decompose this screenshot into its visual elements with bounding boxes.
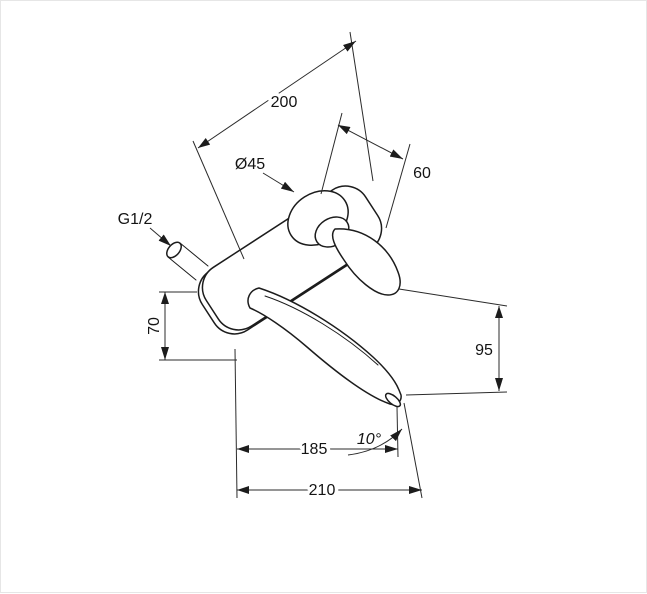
- dim-handle-edge-distance: 60: [320, 112, 435, 229]
- dim-95-extension-top: [398, 288, 508, 307]
- dim-rosette-diameter: Ø45: [231, 153, 295, 193]
- dim-210-extension-right: [403, 402, 423, 499]
- spout: [247, 287, 402, 406]
- supply-pipe: [166, 241, 209, 281]
- dim-overall-reach: 210: [237, 402, 423, 503]
- supply-pipe-edge-top: [179, 242, 209, 267]
- dim-angle-arc: [347, 428, 403, 456]
- dim-60-extension-right: [385, 143, 411, 229]
- dim-spout-reach: 185: [234, 348, 399, 499]
- dim-185-label: 185: [301, 441, 328, 458]
- dim-185-extension-left: [234, 348, 238, 499]
- dim-200-label: 200: [271, 94, 298, 111]
- dim-connection-thread: G1/2: [114, 208, 172, 247]
- dim-g12-label: G1/2: [118, 211, 153, 228]
- dim-plate-height: 70: [143, 291, 237, 361]
- dim-210-label: 210: [309, 482, 336, 499]
- dim-95-label: 95: [475, 342, 493, 359]
- dim-95-extension-bottom: [405, 391, 508, 396]
- dim-g12-leader: [149, 227, 172, 247]
- dimension-annotations: 200 Ø45 60 G1/2: [114, 31, 508, 503]
- dim-200-extension-left: [192, 140, 245, 260]
- dim-200-extension-right: [349, 31, 374, 182]
- dim-60-line: [337, 124, 404, 160]
- supply-pipe-edge-bottom: [167, 256, 197, 281]
- dim-spout-angle: 10°: [347, 428, 403, 456]
- handle-lever: [331, 228, 401, 296]
- dim-70-label: 70: [146, 317, 163, 335]
- dim-200-line: [197, 40, 357, 149]
- dim-angle-label: 10°: [357, 431, 382, 448]
- dim-45-label: Ø45: [235, 156, 265, 173]
- spout-contour-line: [264, 295, 379, 366]
- supply-pipe-cap: [166, 241, 182, 259]
- dim-60-label: 60: [413, 165, 431, 182]
- faucet-body: [166, 185, 402, 408]
- dim-plate-length: 200: [192, 31, 374, 260]
- dim-45-leader: [262, 172, 295, 193]
- dim-drop-height: 95: [398, 288, 508, 396]
- spout-outlet: [384, 392, 402, 408]
